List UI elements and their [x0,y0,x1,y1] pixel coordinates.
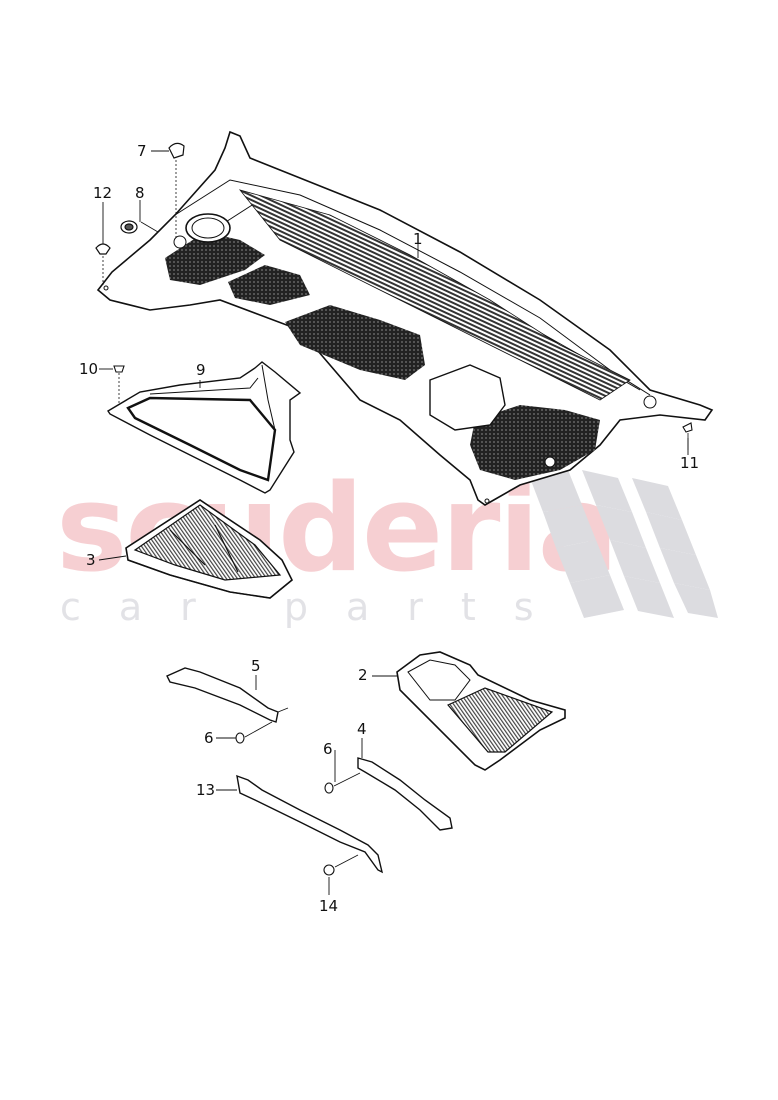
part-10-screw [113,365,125,405]
callout-1: 1 [413,230,423,248]
part-1-plenum-panel [96,130,714,506]
callout-14: 14 [319,897,339,915]
leader-lines [98,150,689,895]
callout-9: 9 [196,361,206,379]
callout-7: 7 [137,142,147,160]
part-5-trim-strip [166,667,289,723]
callout-13: 13 [196,781,216,799]
callout-8: 8 [135,184,145,202]
part-8-grommet [120,220,159,234]
part-7-plug [168,142,185,240]
part-4-trim-strip [357,757,453,831]
callout-6b: 6 [323,740,333,758]
callout-6a: 6 [204,729,214,747]
part-11-screw [682,422,693,450]
callout-12: 12 [93,184,113,202]
part-13-seal-strip [236,774,384,874]
callout-3: 3 [86,551,96,569]
callout-4: 4 [357,720,367,738]
callout-2: 2 [358,666,368,684]
part-14-expanding-nut [323,854,359,876]
watermark-scuderia: scuderia [56,460,619,599]
part-9-bracket [107,361,302,494]
part-2-filter-housing [396,651,566,771]
part-6b-clip [324,772,361,794]
part-12-cap [95,243,111,285]
callout-11: 11 [680,454,700,472]
part-3-pollen-filter [125,499,294,599]
part-6a-clip [235,721,273,744]
watermark-car-parts: car parts [60,585,572,629]
callout-5: 5 [251,657,261,675]
callout-10: 10 [79,360,99,378]
